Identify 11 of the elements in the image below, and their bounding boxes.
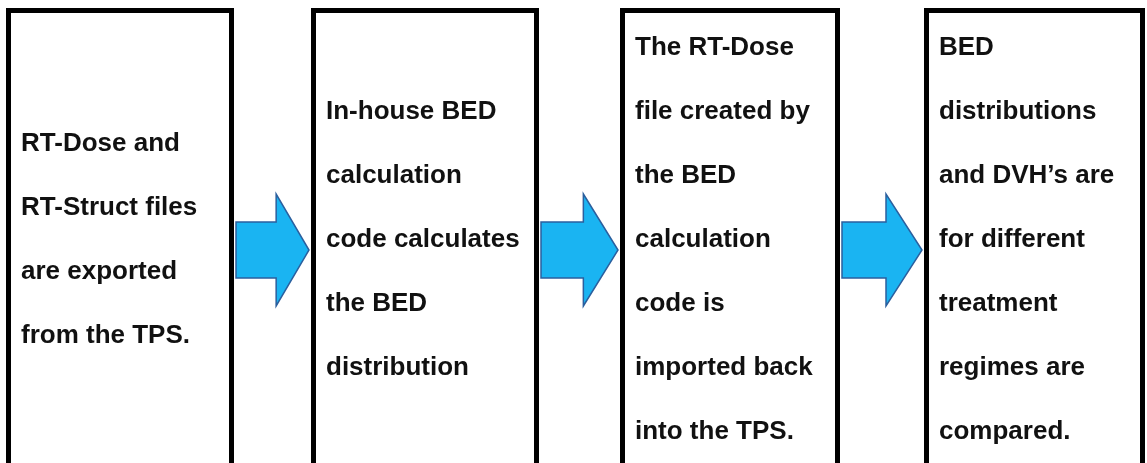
- step-text: BED distributions and DVH’s are for different treatment regimes are compared.: [939, 30, 1116, 447]
- step-text: RT-Dose and RT-Struct files are exported from the TPS.: [21, 126, 199, 351]
- step-text: In-house BED calculation code calculates the BED distribution: [326, 94, 521, 383]
- process-box: [311, 8, 539, 463]
- process-box: [6, 8, 234, 463]
- process-box: [924, 8, 1145, 463]
- block-arrow: [235, 191, 310, 309]
- block-arrow: [841, 191, 923, 309]
- step-text: The RT-Dose file created by the BED calculation code is imported back into the TPS.: [635, 30, 814, 447]
- process-box: [620, 8, 840, 463]
- block-arrow: [540, 191, 619, 309]
